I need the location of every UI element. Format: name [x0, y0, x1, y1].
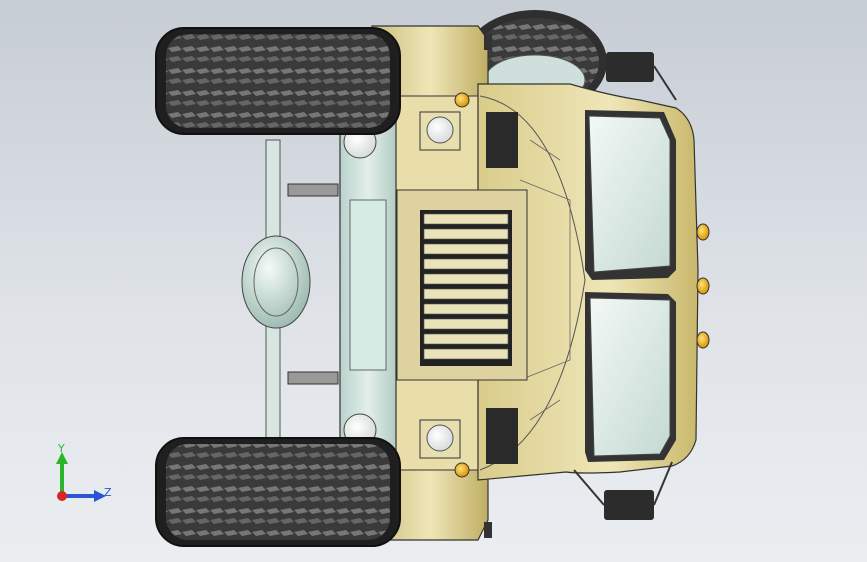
windshield-bottom	[585, 292, 676, 462]
y-axis-label: Y	[58, 442, 65, 455]
grille	[396, 189, 528, 381]
windshield-top	[585, 110, 676, 280]
headlamp-top	[419, 111, 461, 151]
front-axle	[241, 139, 339, 441]
cab-marker-lights	[696, 223, 710, 349]
front-tire-top	[155, 27, 401, 135]
vent-bottom	[486, 408, 518, 464]
mirror-top	[606, 52, 677, 101]
headlamp-bottom	[419, 419, 461, 459]
vent-top	[486, 112, 518, 168]
front-tire-bottom	[155, 437, 401, 547]
x-axis-dot	[57, 491, 67, 501]
front-bumper	[339, 81, 397, 491]
z-axis-label: Z	[104, 486, 112, 499]
coordinate-triad: Y Z	[50, 440, 120, 510]
mirror-bottom	[573, 461, 673, 520]
turn-indicators	[454, 92, 470, 478]
mount-bolts	[484, 34, 492, 538]
